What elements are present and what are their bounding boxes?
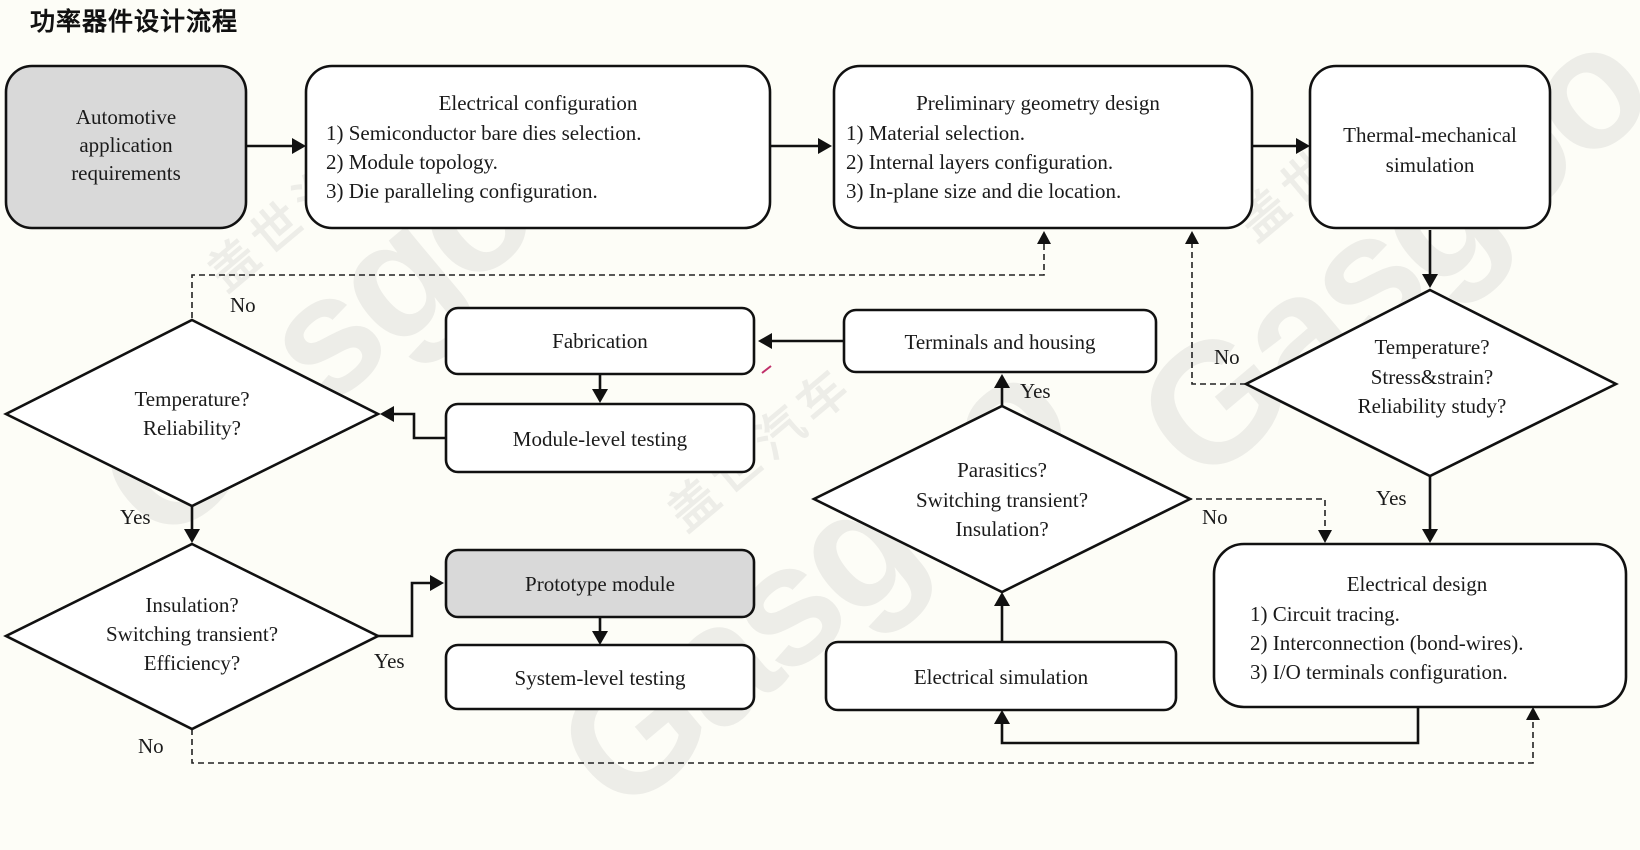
page-title: 功率器件设计流程 [30,7,239,36]
node-label: Module-level testing [513,427,688,451]
node-thermal-mechanical-simulation[interactable]: Thermal-mechanical simulation [1308,64,1552,230]
node-fabrication[interactable]: Fabrication [444,306,756,376]
decision-label: Temperature? [134,387,249,411]
node-module-level-testing[interactable]: Module-level testing [444,402,756,474]
arrowhead [758,333,772,349]
node-item: 2) Internal layers configuration. [846,150,1113,174]
arrowhead [994,592,1010,606]
label-reliability-no: No [230,293,256,317]
node-item: 3) Die paralleling configuration. [326,179,598,203]
arrowhead [1037,231,1051,244]
node-item: 2) Module topology. [326,150,498,174]
decision-insulation-check[interactable]: Insulation? Switching transient? Efficie… [3,542,381,731]
arrowhead [184,529,200,543]
label-insulation-yes: Yes [374,649,405,673]
edge-insulation-yes [378,581,432,638]
node-prototype-module[interactable]: Prototype module [444,548,756,619]
decision-label: Reliability study? [1358,394,1507,418]
label-parasitics-no: No [1202,505,1228,529]
decision-label: Insulation? [145,593,238,617]
arrowhead [1185,231,1199,244]
feedback-connectors [191,231,1540,764]
node-label: requirements [71,161,181,185]
edge-electrical-design-to-sim [1000,707,1420,745]
arrowhead [994,710,1010,724]
node-label: application [79,133,173,157]
decision-reliability-check[interactable]: Temperature? Reliability? [3,318,381,508]
node-label: Prototype module [525,572,675,596]
arrowhead [380,406,394,422]
node-label: Thermal-mechanical [1343,123,1517,147]
arrowhead [1318,530,1332,543]
label-reliability-yes: Yes [120,505,151,529]
arrowhead [1422,274,1438,288]
decision-label: Switching transient? [106,622,278,646]
node-label: Fabrication [552,329,648,353]
arrowhead [994,374,1010,388]
arrowhead [592,389,608,403]
flowchart: Automotive application requirements Elec… [3,64,1628,764]
annotation-mark [761,365,772,374]
node-label: simulation [1386,153,1475,177]
node-item: 1) Semiconductor bare dies selection. [326,121,641,145]
node-label: Terminals and housing [905,330,1096,354]
arrowhead [1422,529,1438,543]
decision-thermal-check[interactable]: Temperature? Stress&strain? Reliability … [1243,288,1619,478]
label-thermal-no: No [1214,345,1240,369]
node-label: Automotive [76,105,176,129]
arrowhead [1526,707,1540,720]
connectors [184,138,1438,745]
label-parasitics-yes: Yes [1020,379,1051,403]
node-title: Electrical configuration [439,91,638,115]
edge-reliability-no [191,244,1045,318]
arrowhead [1296,138,1310,154]
decision-label: Switching transient? [916,488,1088,512]
decision-label: Insulation? [955,517,1048,541]
node-title: Electrical design [1347,572,1488,596]
node-system-level-testing[interactable]: System-level testing [444,643,756,711]
node-item: 1) Material selection. [846,121,1025,145]
node-label: Electrical simulation [914,665,1089,689]
node-item: 3) I/O terminals configuration. [1250,660,1508,684]
arrowhead [592,631,608,645]
decision-label: Reliability? [143,416,241,440]
arrowhead [292,138,306,154]
decision-parasitics-check[interactable]: Parasitics? Switching transient? Insulat… [811,404,1193,594]
decision-label: Temperature? [1374,335,1489,359]
arrowhead [818,138,832,154]
node-title: Preliminary geometry design [916,91,1160,115]
label-insulation-no: No [138,734,164,758]
arrowhead [430,575,444,591]
decision-label: Efficiency? [144,651,240,675]
edge-labels: No Yes Yes No Yes No No Yes [120,293,1407,758]
edge-thermal-check-no [1191,244,1246,385]
edge-insulation-no [191,720,1534,764]
node-preliminary-geometry-design[interactable]: Preliminary geometry design 1) Material … [832,64,1254,230]
decision-label: Stress&strain? [1371,365,1493,389]
node-item: 2) Interconnection (bond-wires). [1250,631,1523,655]
node-label: System-level testing [515,666,686,690]
node-item: 1) Circuit tracing. [1250,602,1400,626]
decision-label: Parasitics? [957,458,1047,482]
edge-parasitics-no [1186,498,1326,531]
edge-module-testing-to-reliability [392,412,446,440]
node-electrical-design[interactable]: Electrical design 1) Circuit tracing. 2)… [1212,542,1628,709]
node-terminals-and-housing[interactable]: Terminals and housing [842,308,1158,374]
node-electrical-configuration[interactable]: Electrical configuration 1) Semiconducto… [304,64,772,230]
label-thermal-yes: Yes [1376,486,1407,510]
node-automotive-requirements[interactable]: Automotive application requirements [4,64,248,230]
node-item: 3) In-plane size and die location. [846,179,1121,203]
node-electrical-simulation[interactable]: Electrical simulation [824,640,1178,712]
